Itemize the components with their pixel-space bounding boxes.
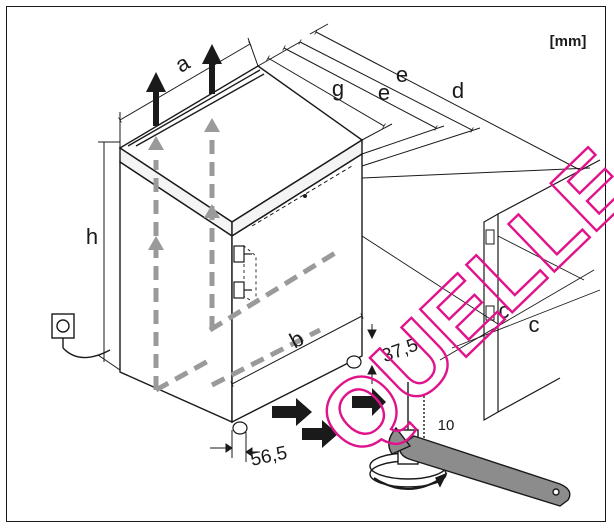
foot-offset-dimension [210, 430, 260, 462]
height-dimension [97, 141, 121, 371]
dimension-label-h: h [86, 224, 98, 249]
dimension-label-c-outer: c [529, 312, 540, 337]
unit-label: [mm] [550, 33, 587, 50]
dimension-label-g: g [332, 76, 344, 101]
offset-dimension-37-5 [367, 324, 377, 384]
door-swing-dimension [361, 235, 601, 361]
width-dimension-a [118, 37, 259, 148]
angle-label: 10 [438, 417, 455, 434]
dimension-label-e-inner: e [378, 80, 390, 105]
dimension-label-d: d [452, 78, 464, 103]
wrench-icon [388, 426, 571, 507]
dimension-label-56-5: 56,5 [249, 443, 290, 471]
control-knob-icon [303, 194, 307, 198]
wall-outlet-icon [51, 313, 111, 359]
depth-dimension-lines [257, 23, 591, 179]
width-dimension-b [230, 313, 364, 387]
intake-arrow-icon [272, 388, 386, 448]
dimension-label-a: a [171, 49, 195, 77]
open-door-hinge-icon [485, 229, 495, 321]
control-panel-strip [251, 165, 353, 227]
airflow-arrowheads [148, 118, 220, 250]
appliance-body [118, 65, 364, 424]
dimension-label-e-outer: e [396, 62, 408, 87]
dimension-label-c-inner: c [499, 298, 510, 323]
